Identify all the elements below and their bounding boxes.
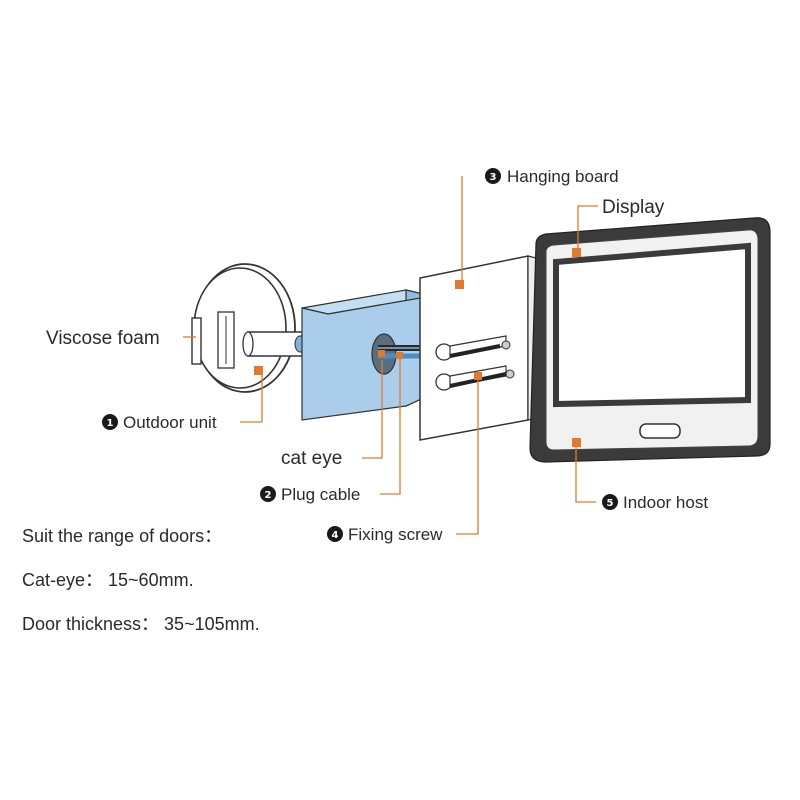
badge-1: 1 [107,418,114,429]
viscose-foam-label: Viscose foam [46,328,160,349]
label-plug-cable: 2 Plug cable [260,485,360,504]
label-cat-eye: cat eye [281,448,342,469]
hanging-board-label: Hanging board [507,167,619,186]
label-hanging-board: 3 Hanging board [485,167,619,186]
display-screen [553,242,751,408]
leader-lines [183,176,598,535]
label-viscose-foam: Viscose foam [46,328,160,349]
spec-cat-eye: Cat-eye： 15~60mm. [22,570,194,590]
fixing-screw-label: Fixing screw [348,525,443,544]
indoor-host-label: Indoor host [623,493,708,512]
outdoor-unit-face [193,267,287,389]
label-indoor-host: 5 Indoor host [602,493,708,512]
outdoor-unit [191,263,296,393]
outdoor-unit-label: Outdoor unit [123,413,217,432]
spec-door-thickness: Door thickness： 35~105mm. [22,614,260,634]
viscose-foam-pad [191,317,202,365]
home-button [639,423,681,439]
label-fixing-screw: 4 Fixing screw [327,525,443,544]
badge-2: 2 [265,490,272,501]
indoor-host [529,217,771,463]
badge-3: 3 [490,172,497,183]
label-outdoor-unit: 1 Outdoor unit [102,413,217,432]
display-label: Display [602,197,665,218]
specs-heading: Suit the range of doors： [22,526,223,546]
badge-4: 4 [332,530,339,541]
cat-eye-label: cat eye [281,448,342,469]
plug-cable-label: Plug cable [281,485,360,504]
badge-5: 5 [607,498,614,509]
label-display: Display [602,197,665,218]
